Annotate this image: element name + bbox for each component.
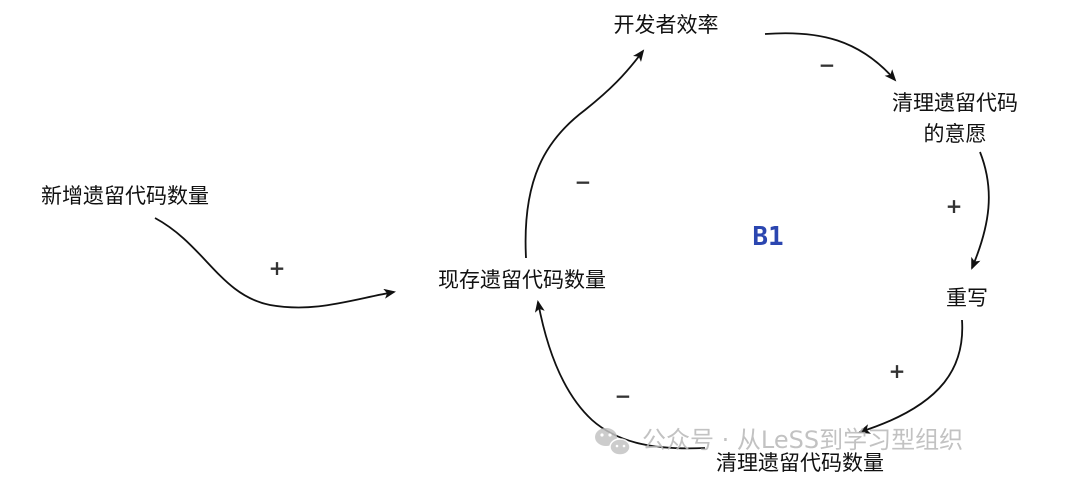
- polarity-willingness-to-rewrite: +: [946, 194, 963, 218]
- link-willingness-to-rewrite: [971, 151, 990, 270]
- wechat-icon: [595, 428, 631, 456]
- watermark-text: 公众号 · 从LeSS到学习型组织: [642, 426, 963, 454]
- polarity-rewrite-to-cleaned: +: [889, 359, 906, 383]
- polarity-existing-to-efficiency: −: [575, 170, 592, 194]
- node-cleanup-willingness-line2: 的意愿: [924, 122, 987, 146]
- node-cleaned-legacy-code: 清理遗留代码数量: [716, 451, 884, 475]
- link-cleaned-to-existing: [534, 300, 706, 450]
- polarity-cleaned-to-existing: −: [615, 384, 632, 408]
- node-developer-efficiency: 开发者效率: [614, 13, 719, 37]
- node-cleanup-willingness-line1: 清理遗留代码: [892, 91, 1018, 115]
- node-new-legacy-code: 新增遗留代码数量: [41, 184, 209, 208]
- node-existing-legacy-code: 现存遗留代码数量: [438, 268, 606, 292]
- link-new-to-existing: [154, 217, 396, 309]
- link-efficiency-to-willingness: [764, 32, 897, 82]
- polarity-efficiency-to-willingness: −: [819, 53, 836, 77]
- link-rewrite-to-cleaned: [858, 319, 964, 434]
- link-existing-to-efficiency: [524, 49, 645, 259]
- loop-label-b1: B1: [752, 222, 783, 252]
- polarity-new-to-existing: +: [269, 256, 286, 280]
- node-rewrite: 重写: [946, 286, 988, 310]
- watermark: 公众号 · 从LeSS到学习型组织: [595, 426, 963, 456]
